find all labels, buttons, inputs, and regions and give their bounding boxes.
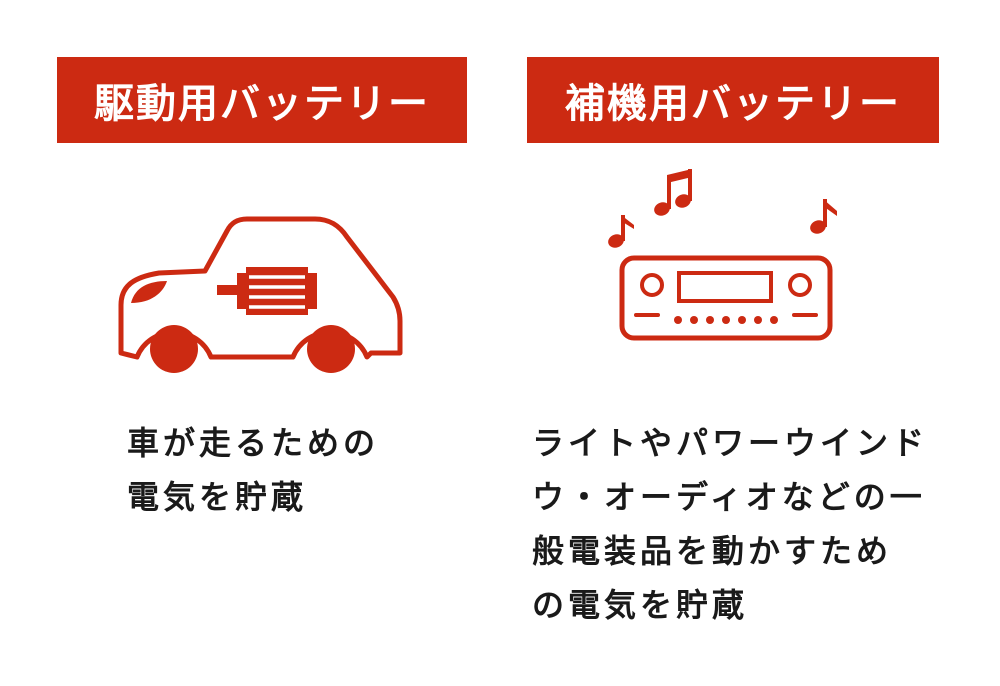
drive-battery-panel: 駆動用バッテリー 車が走るための 電気を貯蔵 [57, 57, 467, 524]
drive-battery-description: 車が走るための 電気を貯蔵 [127, 416, 467, 524]
description-line: 般電装品を動かすため [532, 532, 893, 570]
car-with-motor-icon [118, 216, 403, 373]
auxiliary-battery-panel: 補機用バッテリー [500, 0, 1000, 686]
auxiliary-battery-description: ライトやパワーウインド ウ・オーディオなどの一 般電装品を動かすため の電気を貯… [532, 416, 972, 632]
car-audio-with-music-notes-icon [608, 169, 837, 341]
description-line: ウ・オーディオなどの一 [532, 478, 926, 516]
description-line: ライトやパワーウインド [532, 424, 929, 462]
description-line: 電気を貯蔵 [127, 478, 308, 516]
description-line: の電気を貯蔵 [532, 586, 749, 624]
auxiliary-battery-title: 補機用バッテリー [527, 57, 939, 143]
drive-battery-title: 駆動用バッテリー [57, 57, 467, 143]
description-line: 車が走るための [127, 424, 380, 462]
